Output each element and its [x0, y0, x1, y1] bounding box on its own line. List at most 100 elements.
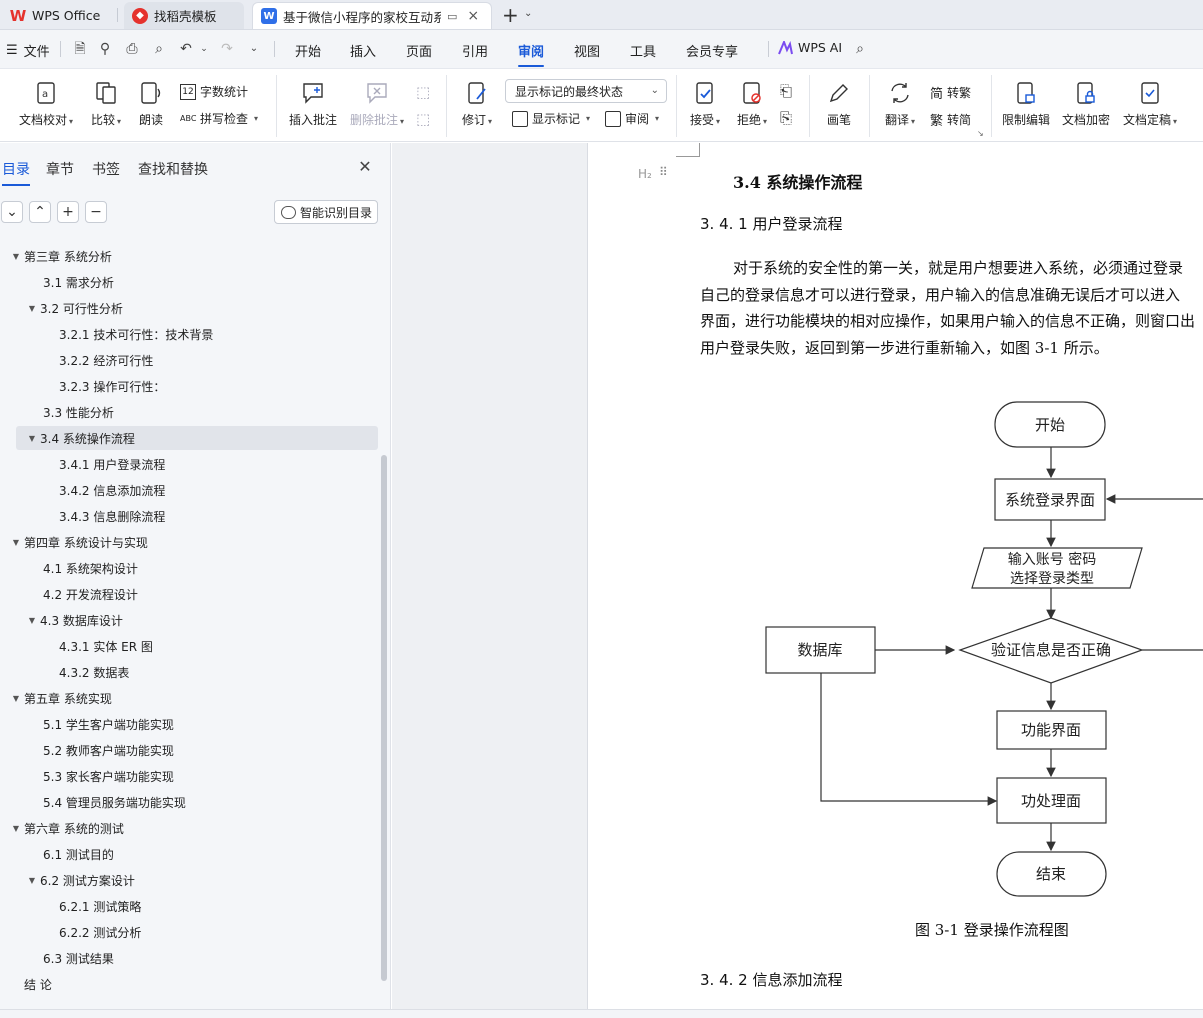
toc-item[interactable]: 4.1 系统架构设计	[24, 556, 138, 580]
toc-item[interactable]: ▼3.4 系统操作流程	[16, 426, 378, 450]
print-icon[interactable]: ⎙	[126, 41, 138, 57]
remove-heading-icon[interactable]: −	[85, 201, 107, 223]
spell-check-button[interactable]: ABC 拼写检查▾	[180, 112, 259, 126]
toc-item[interactable]: 3.2.3 操作可行性：	[40, 374, 165, 398]
delete-comment-button[interactable]: 删除批注▾	[348, 69, 406, 128]
caret-down-icon[interactable]: ▼	[28, 433, 36, 443]
prev-change-icon[interactable]: ⎗	[780, 82, 793, 100]
translate-button[interactable]: 翻译▾	[880, 69, 920, 128]
toc-item[interactable]: 3.4.2 信息添加流程	[40, 478, 165, 502]
tab-current-document[interactable]: W 基于微信小程序的家校互动系统 ▭ ×	[252, 2, 492, 29]
read-aloud-button[interactable]: 朗读	[136, 69, 166, 128]
tab-list-chevron-icon[interactable]: ⌄	[524, 8, 533, 19]
undo-icon[interactable]: ↶	[180, 41, 192, 57]
tab-wps-office[interactable]: W WPS Office	[2, 2, 114, 29]
reject-button[interactable]: 拒绝▾	[733, 69, 771, 128]
toc-item[interactable]: ▼第五章 系统实现	[8, 686, 112, 710]
menu-insert[interactable]: 插入	[350, 45, 377, 60]
toc-item[interactable]: 3.4.1 用户登录流程	[40, 452, 165, 476]
caret-down-icon[interactable]: ▼	[28, 303, 36, 313]
toc-item[interactable]: 6.1 测试目的	[24, 842, 114, 866]
accept-button[interactable]: 接受▾	[686, 69, 724, 128]
toc-item[interactable]: 3.2.1 技术可行性：技术背景	[40, 322, 213, 346]
toc-item[interactable]: 6.3 测试结果	[24, 946, 114, 970]
next-comment-icon[interactable]: ⬚	[416, 110, 431, 128]
caret-down-icon[interactable]: ▼	[12, 693, 20, 703]
finalize-button[interactable]: 文档定稿▾	[1120, 69, 1180, 128]
show-markup-button[interactable]: 显示标记▾	[512, 110, 590, 127]
caret-down-icon[interactable]: ▼	[28, 875, 36, 885]
save-icon[interactable]: 🗎	[74, 41, 86, 57]
menu-tools[interactable]: 工具	[630, 45, 657, 60]
next-change-icon[interactable]: ⎘	[780, 109, 793, 127]
screen-share-icon[interactable]: ▭	[447, 9, 458, 23]
toc-item[interactable]: 3.4.3 信息删除流程	[40, 504, 165, 528]
toc-item[interactable]: 6.2.1 测试策略	[40, 894, 141, 918]
toc-item[interactable]: ▼第六章 系统的测试	[8, 816, 124, 840]
to-simplified-button[interactable]: 繁 转简	[930, 110, 971, 129]
restrict-edit-button[interactable]: 限制编辑	[1000, 69, 1052, 128]
toc-item[interactable]: 5.3 家长客户端功能实现	[24, 764, 174, 788]
chevron-up-icon[interactable]: ⌃	[29, 201, 51, 223]
tab-find-replace[interactable]: 查找和替换	[138, 162, 208, 178]
toc-item[interactable]: 3.2.2 经济可行性	[40, 348, 153, 372]
proofread-button[interactable]: a 文档校对▾	[16, 69, 76, 128]
toc-item[interactable]: 6.2.2 测试分析	[40, 920, 141, 944]
pen-button[interactable]: 画笔	[822, 69, 856, 128]
toc-item[interactable]: 4.3.1 实体 ER 图	[40, 634, 153, 658]
smart-toc-button[interactable]: 智能识别目录	[274, 200, 378, 224]
toc-item[interactable]: 5.4 管理员服务端功能实现	[24, 790, 186, 814]
toc-item[interactable]: 结 论	[8, 972, 52, 996]
tab-bookmarks[interactable]: 书签	[92, 162, 120, 178]
caret-down-icon[interactable]: ▼	[28, 615, 36, 625]
tab-chapters[interactable]: 章节	[46, 162, 74, 178]
dialog-launcher-icon[interactable]: ↘	[977, 129, 984, 138]
caret-down-icon[interactable]: ▼	[12, 823, 20, 833]
display-state-select[interactable]: 显示标记的最终状态 ⌄	[505, 79, 667, 103]
chevron-down-icon[interactable]: ⌄	[1, 201, 23, 223]
toc-item[interactable]: 3.3 性能分析	[24, 400, 114, 424]
track-changes-button[interactable]: 修订▾	[456, 69, 498, 128]
menu-references[interactable]: 引用	[462, 45, 489, 60]
toc-item[interactable]: ▼3.2 可行性分析	[24, 296, 123, 320]
format-painter-icon[interactable]: ⚲	[99, 41, 111, 57]
tab-toc[interactable]: 目录	[2, 159, 30, 186]
drag-handle-icon[interactable]: ⠿	[659, 165, 668, 179]
close-tab-icon[interactable]: ×	[467, 8, 480, 24]
menu-page[interactable]: 页面	[406, 45, 433, 60]
toc-item[interactable]: ▼第四章 系统设计与实现	[8, 530, 148, 554]
insert-comment-button[interactable]: 插入批注	[288, 69, 338, 128]
caret-down-icon[interactable]: ▼	[12, 537, 20, 547]
word-count-button[interactable]: 12 字数统计	[180, 83, 248, 100]
toc-item[interactable]: 5.2 教师客户端功能实现	[24, 738, 174, 762]
search-icon[interactable]: ⌕	[856, 41, 864, 57]
review-pane-button[interactable]: 审阅▾	[605, 110, 659, 127]
toc-item[interactable]: 3.1 需求分析	[24, 270, 114, 294]
print-preview-icon[interactable]: ⌕	[155, 41, 163, 57]
file-menu[interactable]: ☰ 文件	[6, 41, 50, 60]
menu-start[interactable]: 开始	[295, 45, 322, 60]
compare-button[interactable]: 比较▾	[86, 69, 126, 128]
tab-docer-templates[interactable]: ◆ 找稻壳模板	[124, 2, 244, 29]
menu-review[interactable]: 审阅	[518, 41, 545, 67]
toc-item[interactable]: 5.1 学生客户端功能实现	[24, 712, 174, 736]
toc-item[interactable]: ▼4.3 数据库设计	[24, 608, 123, 632]
prev-comment-icon[interactable]: ⬚	[416, 83, 431, 101]
toc-item[interactable]: 4.2 开发流程设计	[24, 582, 138, 606]
menu-membership[interactable]: 会员专享	[686, 45, 739, 60]
redo-icon[interactable]: ↷	[221, 41, 233, 57]
wps-ai-button[interactable]: WPS AI	[778, 40, 842, 55]
new-tab-icon[interactable]: +	[502, 3, 519, 27]
encrypt-button[interactable]: 文档加密	[1060, 69, 1112, 128]
toc-item[interactable]: ▼6.2 测试方案设计	[24, 868, 135, 892]
menu-view[interactable]: 视图	[574, 45, 601, 60]
undo-dropdown-icon[interactable]: ⌄	[200, 44, 208, 54]
toc-item[interactable]: 4.3.2 数据表	[40, 660, 129, 684]
add-heading-icon[interactable]: +	[57, 201, 79, 223]
document-page[interactable]: H₂ ⠿ 3.4 系统操作流程 3. 4. 1 用户登录流程 对于系统的安全性的…	[587, 143, 1203, 1009]
nav-scrollbar[interactable]	[381, 455, 387, 981]
close-icon[interactable]: ✕	[358, 157, 372, 176]
to-traditional-button[interactable]: 简 转繁	[930, 83, 971, 102]
more-chevron-icon[interactable]: ⌄	[249, 43, 259, 54]
caret-down-icon[interactable]: ▼	[12, 251, 20, 261]
